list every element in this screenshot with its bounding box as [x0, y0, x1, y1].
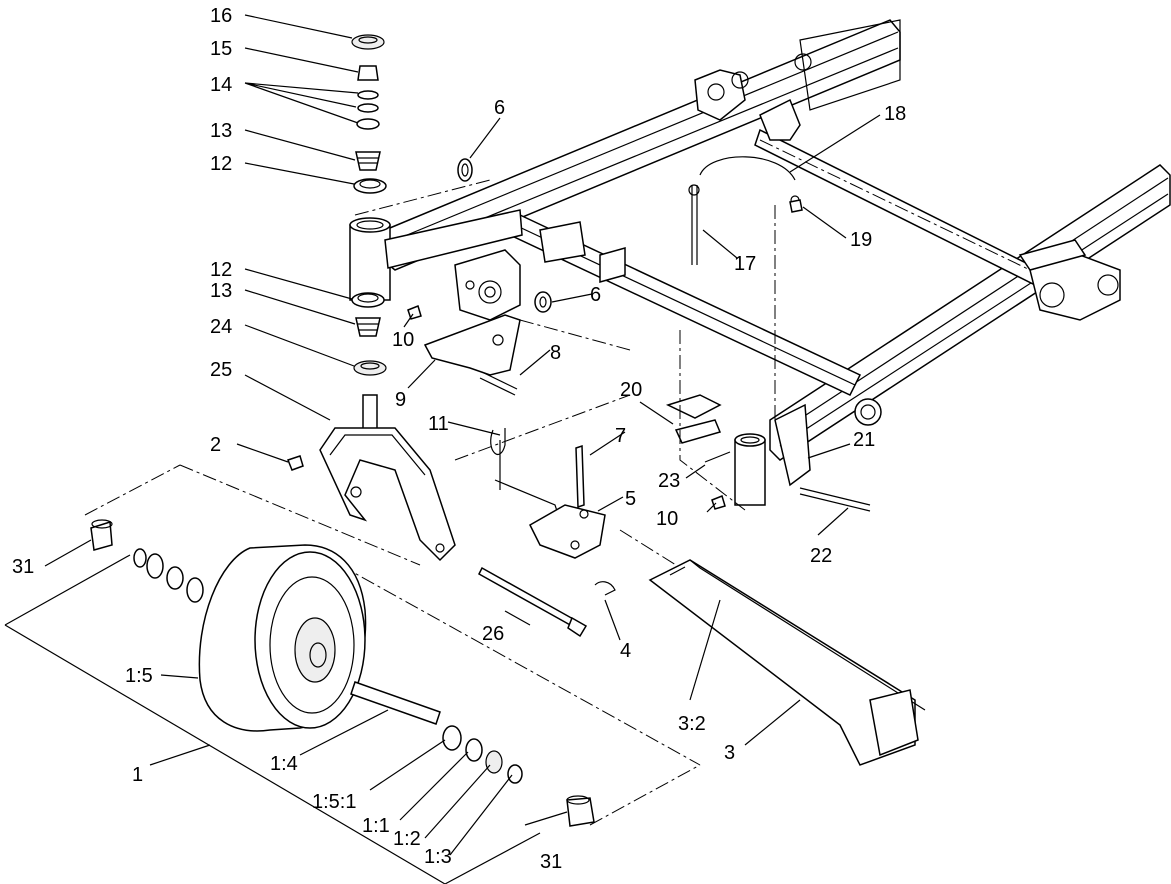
callout-1-3: 1:3: [424, 846, 452, 868]
callout-21: 21: [853, 429, 875, 451]
callout-1-1: 1:1: [362, 815, 390, 837]
callout-20: 20: [620, 379, 642, 401]
callout-31-right: 31: [540, 851, 562, 873]
callout-15: 15: [210, 38, 232, 60]
callout-17: 17: [734, 253, 756, 275]
callout-5: 5: [625, 488, 636, 510]
callout-16: 16: [210, 5, 232, 27]
callout-10-upper: 10: [392, 329, 414, 351]
mid-hardware: [407, 158, 926, 766]
callout-2: 2: [210, 434, 221, 456]
callout-31-left: 31: [12, 556, 34, 578]
wheel-assembly: [90, 519, 595, 827]
callout-3: 3: [724, 742, 735, 764]
callout-25: 25: [210, 359, 232, 381]
callout-6-lower: 6: [590, 284, 601, 306]
callout-11: 11: [428, 413, 449, 435]
callout-1-5: 1:5: [125, 665, 153, 687]
callout-19: 19: [850, 229, 872, 251]
callout-3-2: 3:2: [678, 713, 706, 735]
callout-24: 24: [210, 316, 232, 338]
callout-18: 18: [884, 103, 906, 125]
callout-23: 23: [658, 470, 680, 492]
callout-10-lower: 10: [656, 508, 678, 530]
callout-13-upper: 13: [210, 120, 232, 142]
callout-14: 14: [210, 74, 232, 96]
callout-7: 7: [615, 425, 626, 447]
main-frame: [349, 19, 1171, 506]
callout-22: 22: [810, 545, 832, 567]
callout-labels: 16 15 14 13 12 12 13 24 25 2 31 31 1:5 1…: [12, 5, 906, 873]
callout-12-upper: 12: [210, 153, 232, 175]
callout-12-lower: 12: [210, 259, 232, 281]
leader-lines: [4, 14, 881, 884]
caster-stack: [287, 34, 456, 562]
callout-8: 8: [550, 342, 561, 364]
callout-13-lower: 13: [210, 280, 232, 302]
callout-6-upper: 6: [494, 97, 505, 119]
callout-1: 1: [132, 764, 143, 786]
callout-1-2: 1:2: [393, 828, 421, 850]
callout-4: 4: [620, 640, 631, 662]
callout-1-4: 1:4: [270, 753, 298, 775]
callout-26: 26: [482, 623, 504, 645]
callout-9: 9: [395, 389, 406, 411]
callout-1-5-1: 1:5:1: [312, 791, 356, 813]
